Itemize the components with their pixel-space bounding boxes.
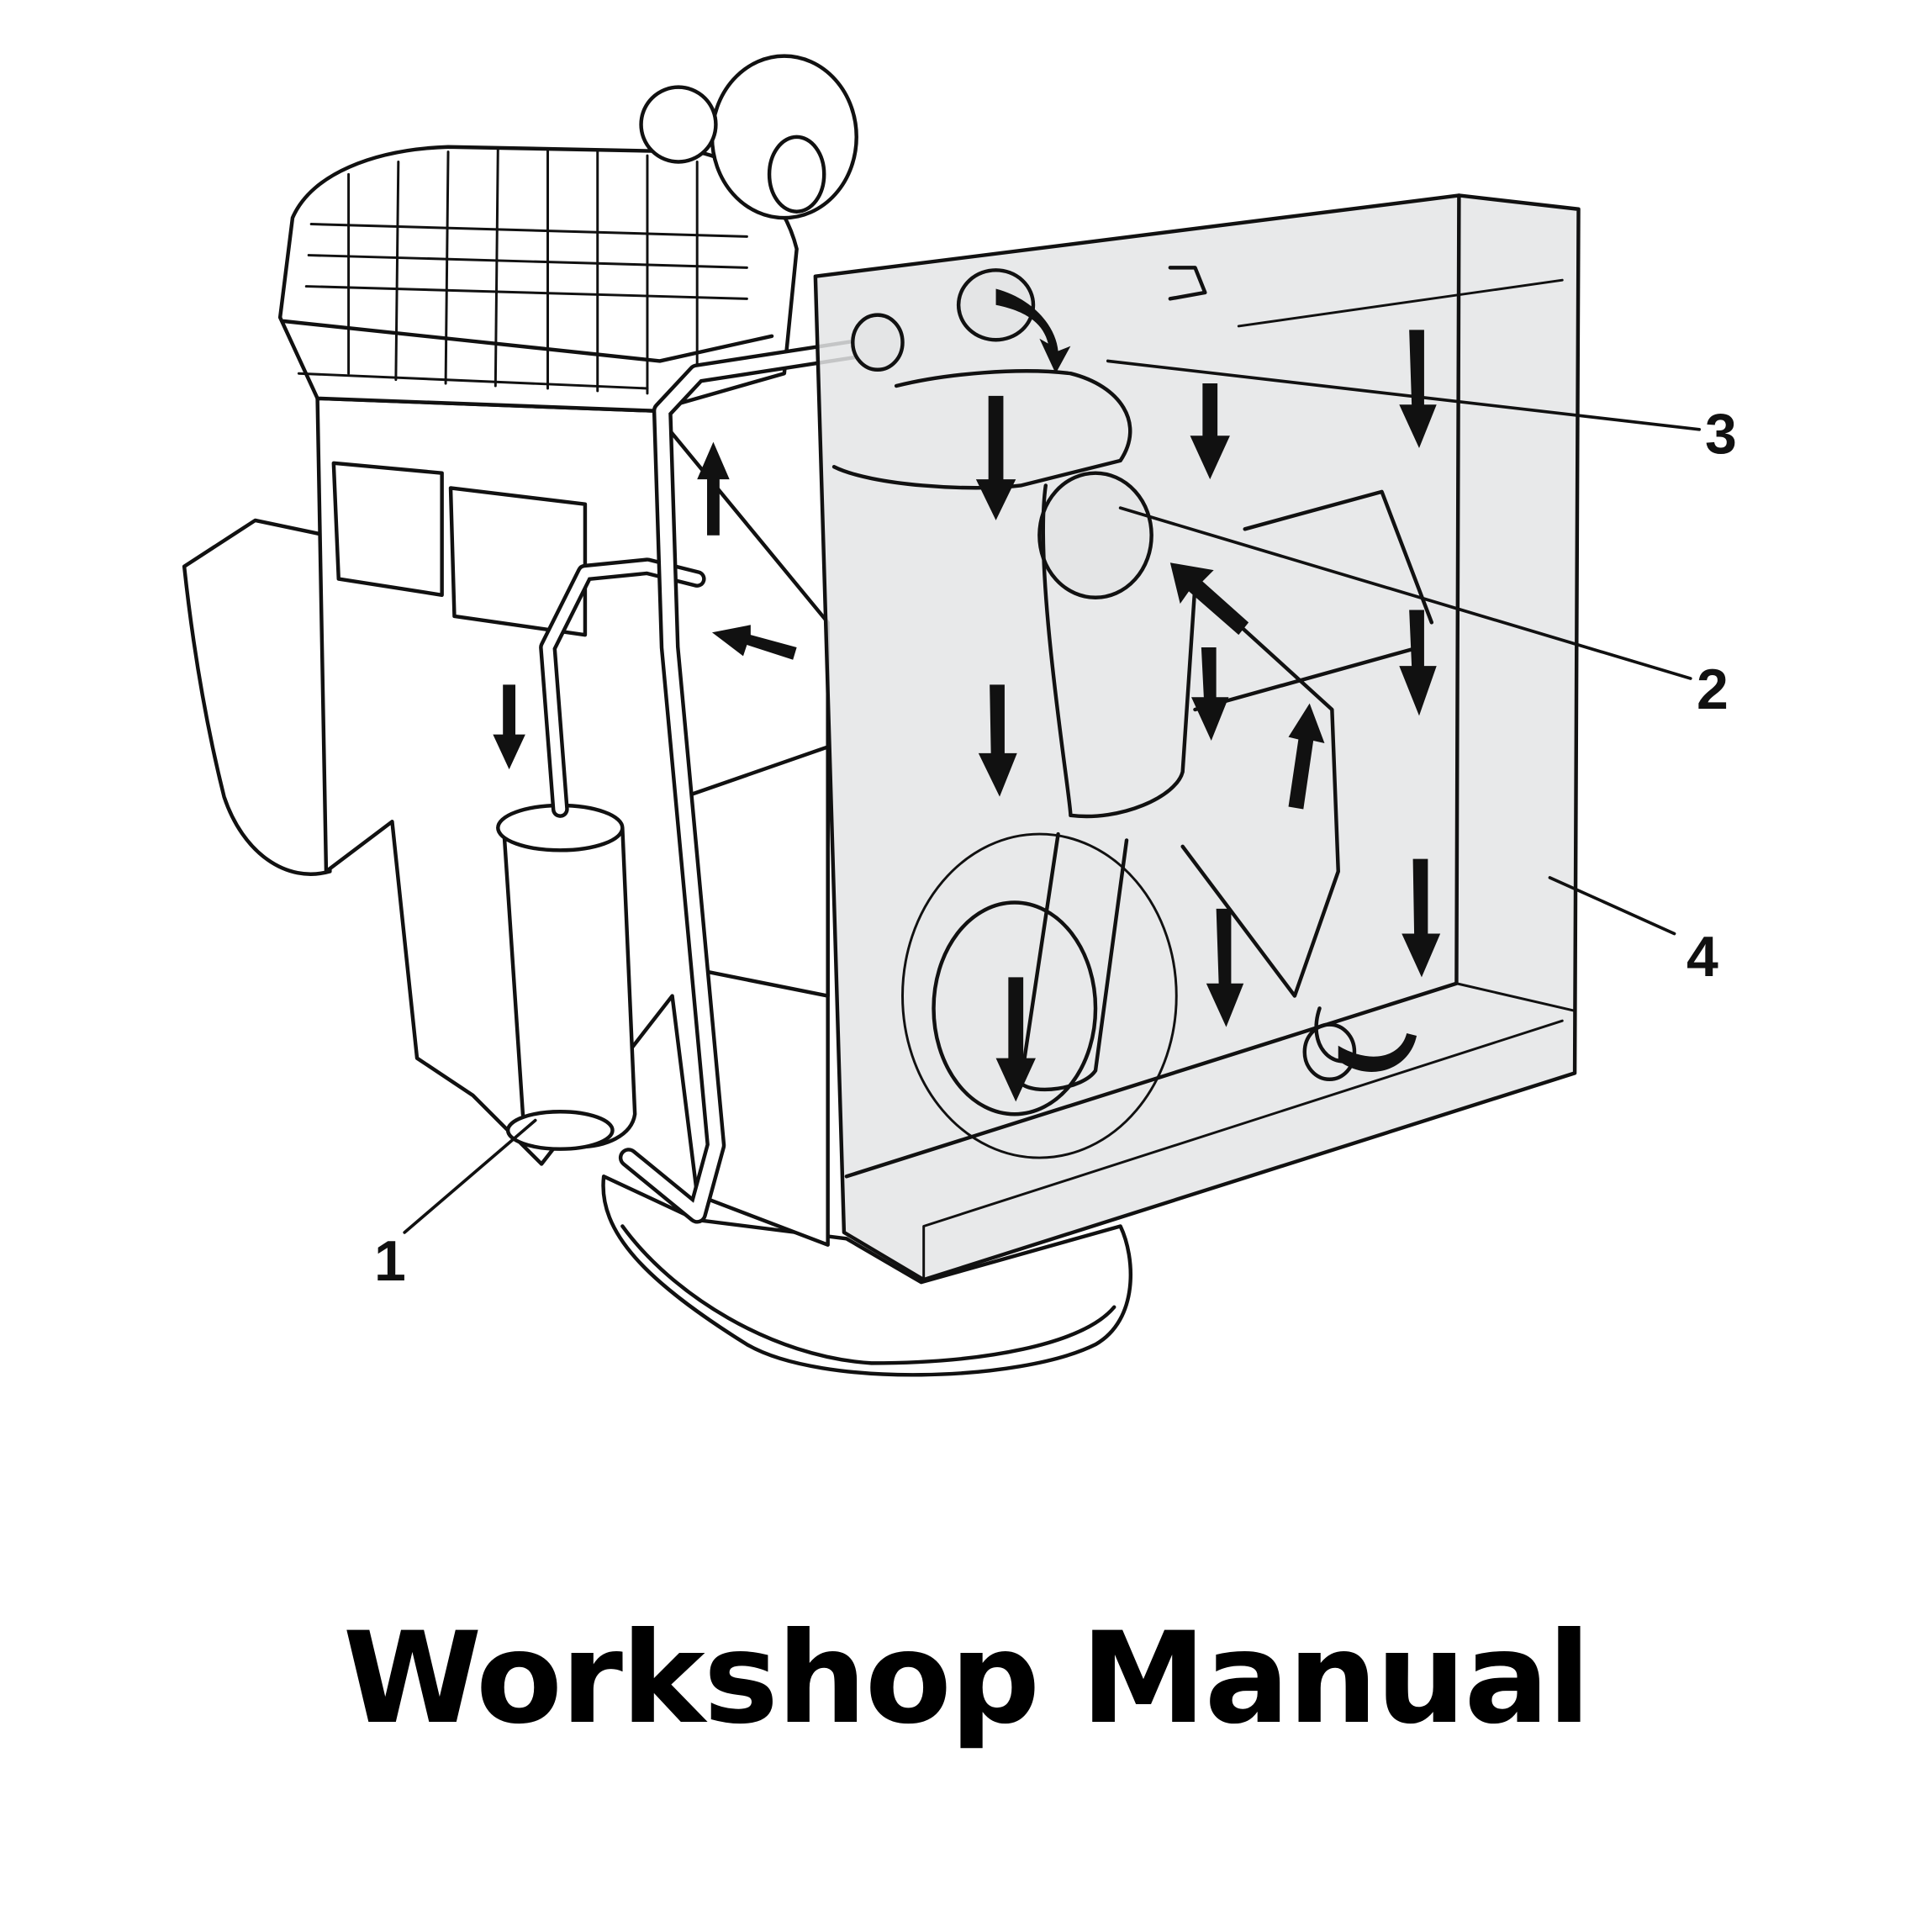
flow-arrows bbox=[493, 288, 1441, 1102]
flow-arrow-icon bbox=[1206, 908, 1244, 1027]
callout-number-2: 2 bbox=[1697, 657, 1729, 721]
leader-line-2 bbox=[1118, 506, 1692, 680]
flow-arrow-icon bbox=[1399, 610, 1437, 716]
callout-number-4: 4 bbox=[1687, 925, 1718, 989]
flow-arrow-icon bbox=[975, 395, 1016, 520]
flow-arrow-icon bbox=[1288, 703, 1325, 810]
flow-arrow-icon bbox=[697, 441, 730, 536]
flow-arrow-icon bbox=[1338, 1032, 1417, 1072]
oil-filter bbox=[496, 803, 637, 1151]
callout-number-1: 1 bbox=[374, 1229, 406, 1293]
flow-arrow-icon bbox=[711, 625, 797, 660]
flow-arrow-icon bbox=[1399, 330, 1437, 449]
page-title: Workshop Manual bbox=[342, 1606, 1591, 1752]
radiator-tank bbox=[813, 193, 1581, 1282]
engine-bellhousing bbox=[182, 518, 332, 876]
flow-arrow-icon bbox=[1169, 562, 1249, 636]
oil-pan bbox=[601, 1175, 1132, 1377]
leader-line-4 bbox=[1548, 876, 1676, 936]
flow-arrow-icon bbox=[1191, 647, 1229, 742]
flow-arrow-icon bbox=[1190, 383, 1230, 480]
callout-number-3: 3 bbox=[1705, 402, 1737, 466]
flow-arrow-icon bbox=[978, 684, 1017, 797]
flow-arrow-icon bbox=[493, 684, 525, 770]
flow-arrow-icon bbox=[995, 977, 1036, 1102]
flow-arrow-icon bbox=[1401, 858, 1441, 978]
leader-line-1 bbox=[403, 1118, 537, 1234]
leader-line-3 bbox=[1106, 359, 1702, 431]
flow-arrow-icon bbox=[995, 288, 1071, 374]
